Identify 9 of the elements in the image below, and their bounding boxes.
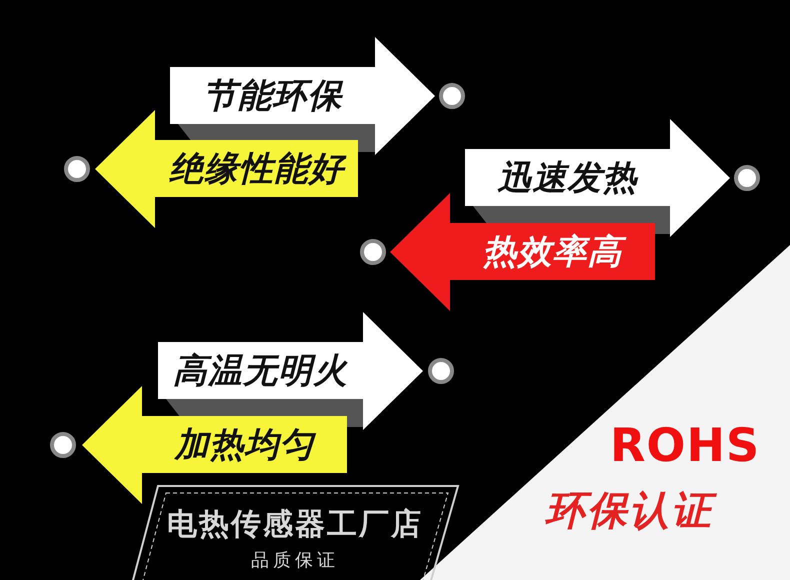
feature-text: 绝缘性能好 <box>155 140 358 197</box>
feature-text: 热效率高 <box>450 223 655 280</box>
shop-subtitle: 品质保证 <box>250 549 340 572</box>
certification-title: ROHS <box>610 418 760 472</box>
shop-title: 电热传感器工厂店 <box>166 506 424 544</box>
feature-text: 高温无明火 <box>172 350 349 392</box>
feature-text: 节能环保 <box>202 74 344 118</box>
feature-text: 加热均匀 <box>173 424 318 466</box>
feature-text: 迅速发热 <box>496 156 640 200</box>
